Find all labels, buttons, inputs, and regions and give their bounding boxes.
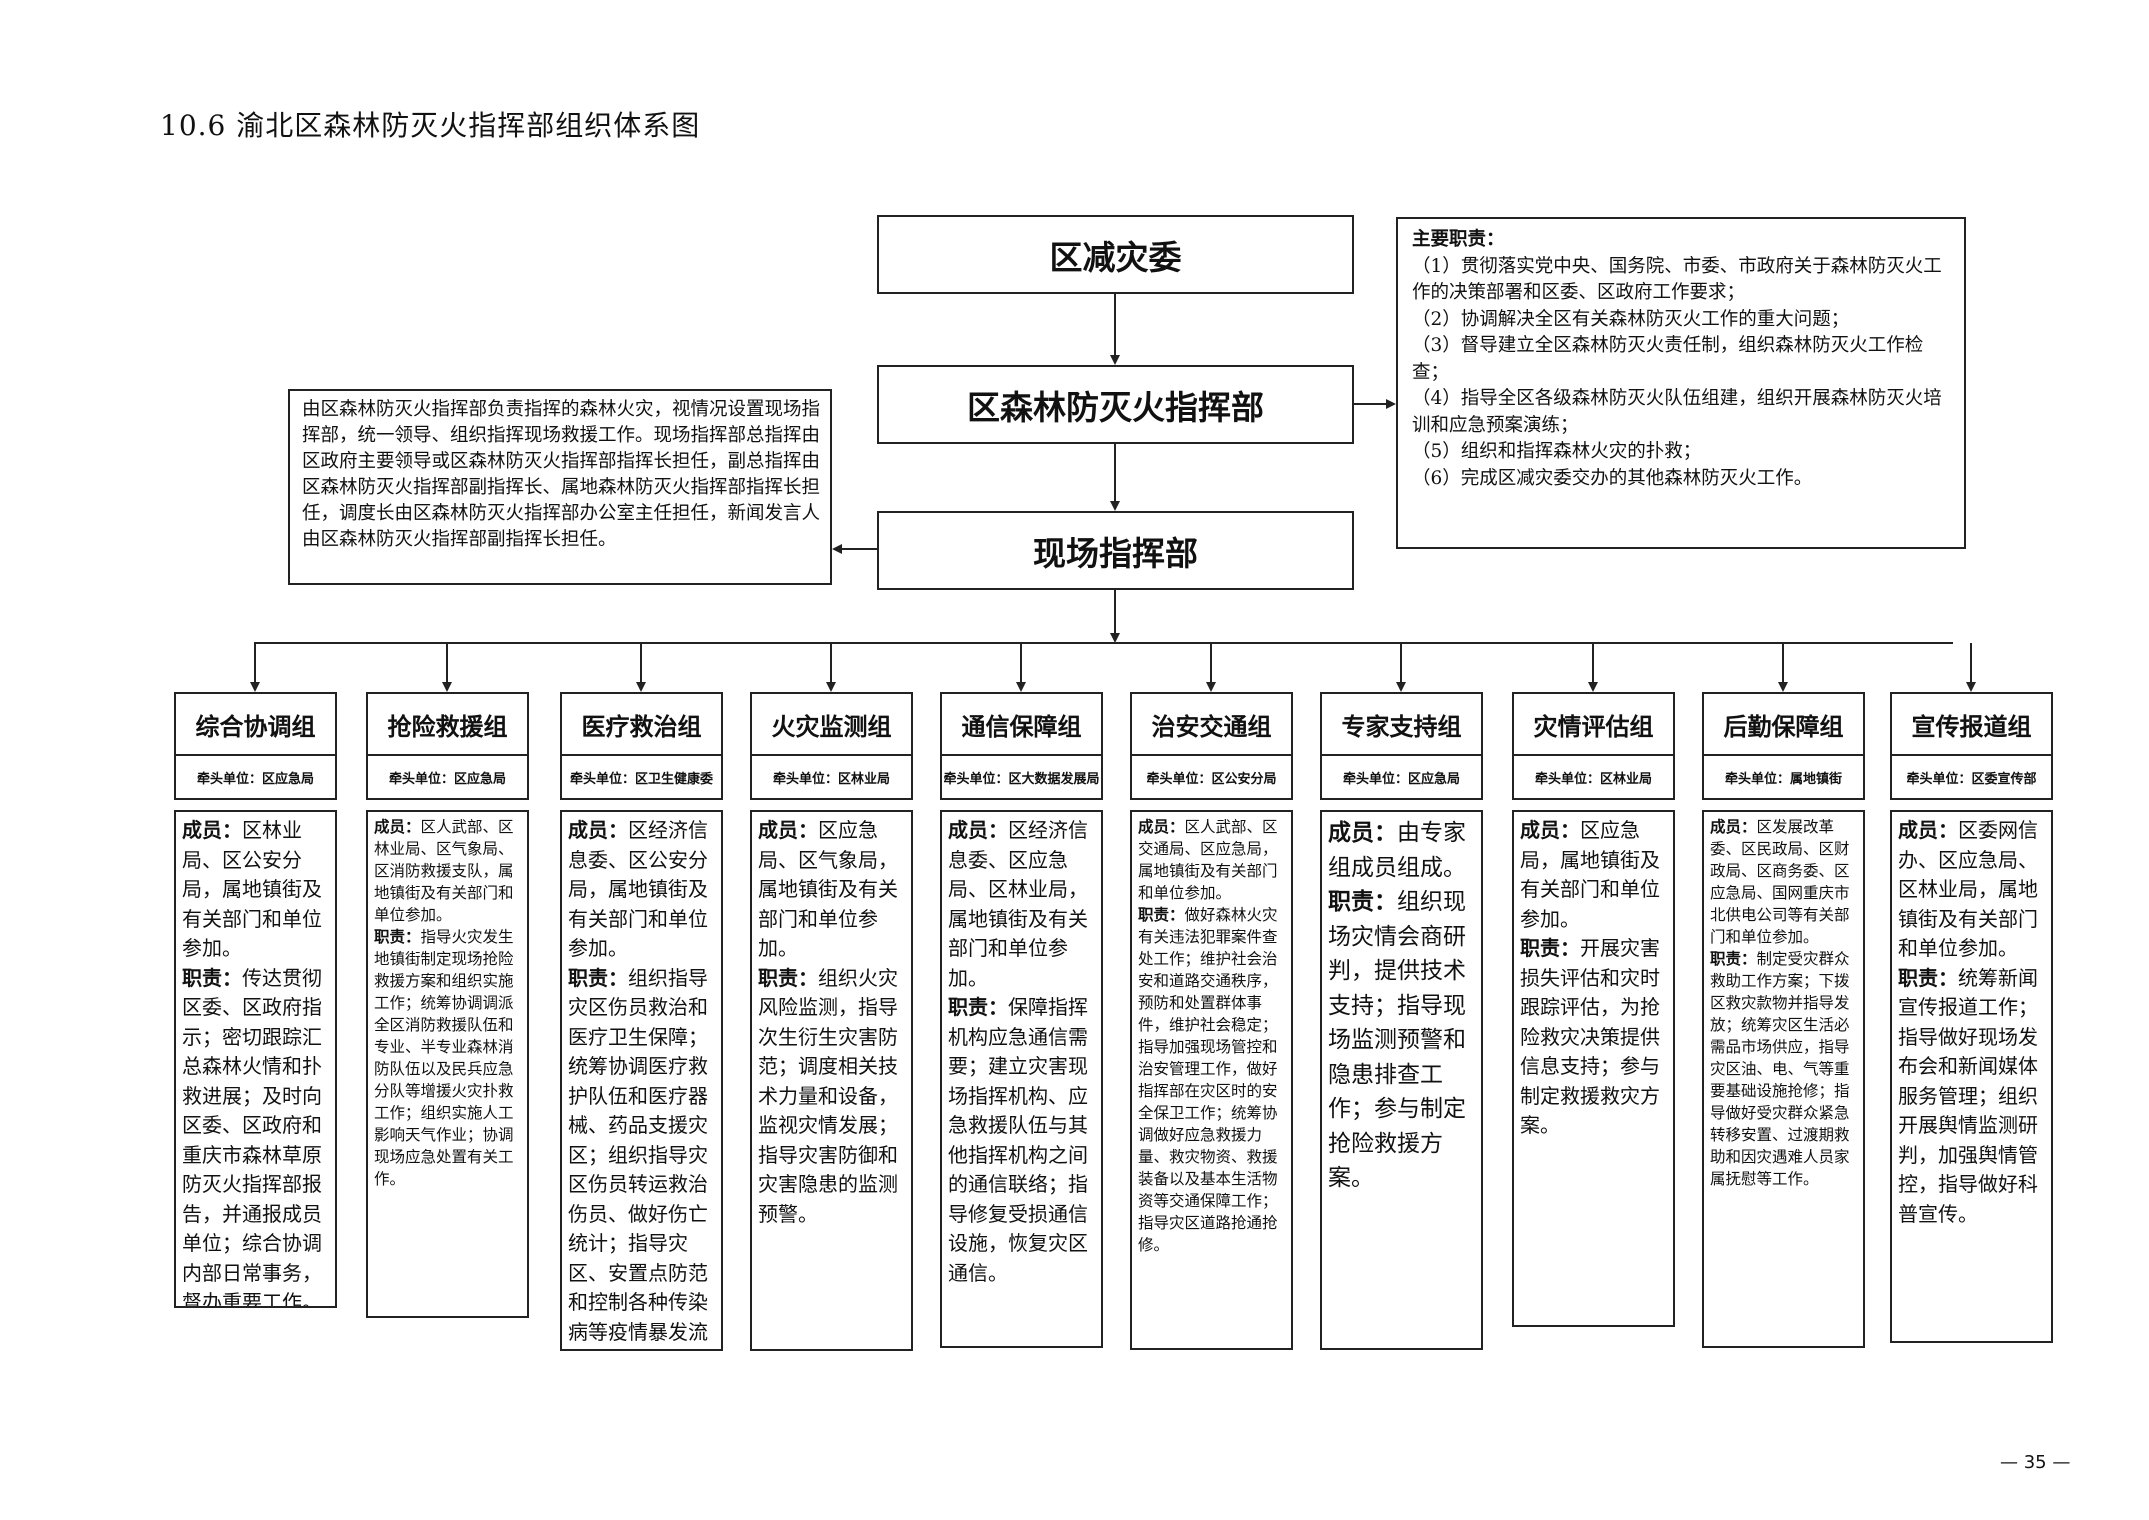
group-title: 专家支持组 (1320, 692, 1483, 756)
group-title: 抢险救援组 (366, 692, 529, 756)
group-members: 区经济信息委、区应急局、区林业局，属地镇街及有关部门和单位参加。 (948, 818, 1088, 990)
members-label: 成员： (1898, 818, 1958, 842)
group-members: 由专家组成员组成。 (1328, 820, 1466, 881)
group-duty: 传达贯彻区委、区政府指示；密切跟踪汇总森林火情和扑救进展；及时向区委、区政府和重… (182, 965, 322, 1308)
duty-item: （4）指导全区各级森林防灭火队伍组建，组织开展森林防灭火培训和应急预案演练； (1412, 388, 1942, 436)
duty-label: 职责： (1710, 950, 1757, 968)
group-body: 成员：区经济信息委、区应急局、区林业局，属地镇街及有关部门和单位参加。职责：保障… (940, 810, 1103, 1348)
duty-label: 职责： (568, 965, 628, 990)
duty-label: 职责： (948, 995, 1008, 1019)
members-label: 成员： (1328, 820, 1397, 846)
group-body: 成员：区经济信息委、区公安分局，属地镇街及有关部门和单位参加。职责：组织指导灾区… (560, 810, 723, 1351)
members-label: 成员： (1138, 818, 1185, 836)
group-body: 成员：区人武部、区交通局、区应急局，属地镇街及有关部门和单位参加。职责：做好森林… (1130, 810, 1293, 1350)
main-duties-box: 主要职责： （1）贯彻落实党中央、国务院、市委、市政府关于森林防灭火工作的决策部… (1396, 217, 1966, 549)
group-members: 区经济信息委、区公安分局，属地镇街及有关部门和单位参加。 (568, 818, 708, 960)
group-body: 成员：区应急局，属地镇街及有关部门和单位参加。职责：开展灾害损失评估和灾时跟踪评… (1512, 810, 1675, 1327)
group-duty: 开展灾害损失评估和灾时跟踪评估，为抢险救灾决策提供信息支持；参与制定救援救灾方案… (1520, 936, 1660, 1137)
members-label: 成员： (568, 818, 628, 842)
group-duty: 组织火灾风险监测，指导次生衍生灾害防范；调度相关技术力量和设备，监视灾情发展；指… (758, 965, 898, 1226)
group-members: 区应急局，属地镇街及有关部门和单位参加。 (1520, 818, 1660, 931)
duty-item: （6）完成区减灾委交办的其他森林防灭火工作。 (1412, 467, 1813, 489)
duty-item: （2）协调解决全区有关森林防灭火工作的重大问题； (1412, 308, 1850, 330)
group-title: 通信保障组 (940, 692, 1103, 756)
group-body: 成员：区人武部、区林业局、区气象局、区消防救援支队，属地镇街及有关部门和单位参加… (366, 810, 529, 1318)
group-title: 后勤保障组 (1702, 692, 1865, 756)
duty-label: 职责： (374, 928, 421, 946)
duty-label: 职责： (758, 965, 818, 990)
group-title: 综合协调组 (174, 692, 337, 756)
group-lead-unit: 牵头单位：区公安分局 (1130, 756, 1293, 800)
group-lead-unit: 牵头单位：区林业局 (1512, 756, 1675, 800)
duty-label: 职责： (182, 965, 242, 990)
group-lead-unit: 牵头单位：区林业局 (750, 756, 913, 800)
group-body: 成员：由专家组成员组成。职责：组织现场灾情会商研判，提供技术支持；指导现场监测预… (1320, 810, 1483, 1350)
group-body: 成员：区应急局、区气象局，属地镇街及有关部门和单位参加。职责：组织火灾风险监测，… (750, 810, 913, 1351)
group-duty: 做好森林火灾有关违法犯罪案件查处工作；维护社会治安和道路交通秩序，预防和处置群体… (1138, 906, 1278, 1254)
node-forest-fire-headquarters: 区森林防灭火指挥部 (877, 365, 1354, 444)
members-label: 成员： (758, 818, 818, 842)
duty-label: 职责： (1520, 936, 1580, 960)
duty-item: （5）组织和指挥森林火灾的扑救； (1412, 441, 1702, 462)
group-lead-unit: 牵头单位：区应急局 (174, 756, 337, 800)
duty-label: 职责： (1898, 965, 1958, 990)
group-duty: 组织现场灾情会商研判，提供技术支持；指导现场监测预警和隐患排查工作；参与制定抢险… (1328, 889, 1466, 1191)
group-lead-unit: 牵头单位：区应急局 (1320, 756, 1483, 800)
duty-item: （1）贯彻落实党中央、国务院、市委、市政府关于森林防灭火工作的决策部署和区委、区… (1412, 255, 1942, 304)
group-body: 成员：区发展改革委、区民政局、区财政局、区商务委、区应急局、国网重庆市北供电公司… (1702, 810, 1865, 1348)
group-lead-unit: 牵头单位：属地镇街 (1702, 756, 1865, 800)
members-label: 成员： (948, 818, 1008, 842)
node-field-headquarters: 现场指挥部 (877, 511, 1354, 590)
group-duty: 指导火灾发生地镇街制定现场抢险救援方案和组织实施工作；统筹协调调派全区消防救援队… (374, 928, 514, 1188)
node-district-disaster-committee: 区减灾委 (877, 215, 1354, 294)
group-members: 区人武部、区林业局、区气象局、区消防救援支队，属地镇街及有关部门和单位参加。 (374, 818, 514, 924)
page-number: — 35 — (2000, 1452, 2071, 1473)
duty-label: 职责： (1138, 906, 1185, 924)
group-members: 区人武部、区交通局、区应急局，属地镇街及有关部门和单位参加。 (1138, 818, 1278, 902)
group-lead-unit: 牵头单位：区大数据发展局 (940, 756, 1103, 800)
field-headquarters-note: 由区森林防灭火指挥部负责指挥的森林火灾，视情况设置现场指挥部，统一领导、组织指挥… (288, 389, 832, 585)
group-members: 区委网信办、区应急局、区林业局，属地镇街及有关部门和单位参加。 (1898, 818, 2038, 960)
group-members: 区发展改革委、区民政局、区财政局、区商务委、区应急局、国网重庆市北供电公司等有关… (1710, 818, 1850, 946)
group-title: 火灾监测组 (750, 692, 913, 756)
group-title: 医疗救治组 (560, 692, 723, 756)
members-label: 成员： (1710, 818, 1757, 836)
group-title: 治安交通组 (1130, 692, 1293, 756)
group-lead-unit: 牵头单位：区卫生健康委 (560, 756, 723, 800)
members-label: 成员： (1520, 818, 1580, 842)
group-drop-arrows (250, 643, 1976, 692)
duty-item: （3）督导建立全区森林防灭火责任制，组织森林防灭火工作检查； (1412, 335, 1924, 383)
group-duty: 统筹新闻宣传报道工作；指导做好现场发布会和新闻媒体服务管理；组织开展舆情监测研判… (1898, 965, 2038, 1226)
members-label: 成员： (374, 818, 421, 836)
main-duties-title: 主要职责： (1412, 229, 1505, 250)
group-body: 成员：区林业局、区公安分局，属地镇街及有关部门和单位参加。职责：传达贯彻区委、区… (174, 810, 337, 1308)
group-lead-unit: 牵头单位：区委宣传部 (1890, 756, 2053, 800)
page-title: 10.6 渝北区森林防灭火指挥部组织体系图 (160, 109, 701, 142)
group-lead-unit: 牵头单位：区应急局 (366, 756, 529, 800)
group-duty: 制定受灾群众救助工作方案；下拨区救灾款物并指导发放；统筹灾区生活必需品市场供应，… (1710, 950, 1850, 1188)
group-title: 宣传报道组 (1890, 692, 2053, 756)
group-body: 成员：区委网信办、区应急局、区林业局，属地镇街及有关部门和单位参加。职责：统筹新… (1890, 810, 2053, 1343)
group-duty: 保障指挥机构应急通信需要；建立灾害现场指挥机构、应急救援队伍与其他指挥机构之间的… (948, 995, 1088, 1285)
duty-label: 职责： (1328, 889, 1397, 915)
group-members: 区应急局、区气象局，属地镇街及有关部门和单位参加。 (758, 818, 898, 960)
members-label: 成员： (182, 818, 242, 842)
group-members: 区林业局、区公安分局，属地镇街及有关部门和单位参加。 (182, 818, 322, 960)
group-duty: 组织指导灾区伤员救治和医疗卫生保障；统筹协调医疗救护队伍和医疗器械、药品支援灾区… (568, 965, 708, 1344)
group-title: 灾情评估组 (1512, 692, 1675, 756)
